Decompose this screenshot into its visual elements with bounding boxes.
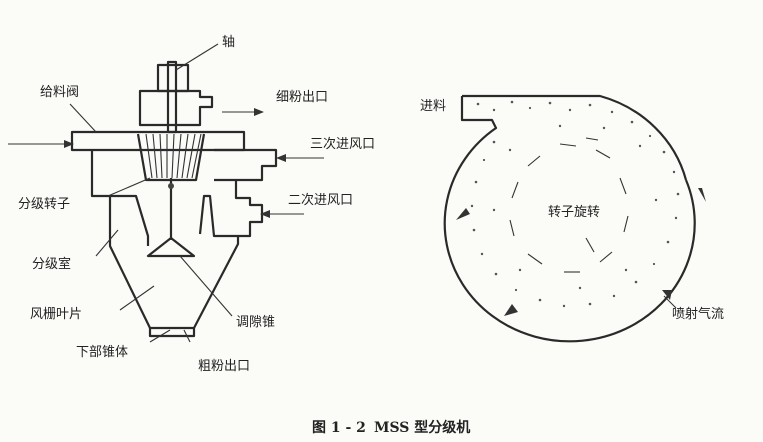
caption-figure-number: 图 1 - 2 bbox=[312, 420, 366, 436]
label-lower-cone: 下部锥体 bbox=[76, 345, 128, 360]
label-second-air-inlet: 二次进风口 bbox=[288, 192, 353, 208]
label-rotor-rotation: 转子旋转 bbox=[548, 205, 600, 220]
shaft-cap bbox=[156, 63, 190, 93]
jet-leader bbox=[663, 295, 677, 309]
rotor-blades bbox=[145, 133, 202, 179]
lower-cone-body bbox=[108, 196, 240, 330]
label-third-air-inlet: 三次进风口 bbox=[310, 136, 375, 152]
left-chamber-wall bbox=[90, 150, 150, 246]
label-feed-valve: 给料阀 bbox=[40, 85, 79, 100]
shaft bbox=[166, 60, 178, 134]
third-air-housing bbox=[214, 148, 278, 182]
classifier-section-view bbox=[8, 43, 324, 343]
label-feed: 进料 bbox=[420, 99, 446, 114]
label-jet-airflow: 喷射气流 bbox=[672, 306, 724, 322]
rotor-hub bbox=[168, 183, 174, 189]
volute-outer-top bbox=[462, 94, 688, 181]
label-classifying-chamber: 分级室 bbox=[32, 256, 71, 272]
volute-casing bbox=[443, 96, 696, 343]
fine-outlet-housing bbox=[138, 89, 214, 127]
label-fine-outlet: 细粉出口 bbox=[276, 90, 328, 105]
particle-ring bbox=[470, 100, 680, 308]
label-shaft: 轴 bbox=[222, 35, 235, 50]
rotor-dashes bbox=[509, 137, 629, 273]
air-flow-arrows bbox=[8, 108, 324, 218]
label-adjusting-cone: 调隙锥 bbox=[236, 315, 275, 330]
label-classifier-rotor: 分级转子 bbox=[18, 197, 70, 212]
label-grille-blade: 风栅叶片 bbox=[30, 307, 82, 322]
right-chamber-wall bbox=[198, 180, 264, 238]
jet-arrows bbox=[456, 188, 706, 316]
coarse-outlet-spout bbox=[148, 328, 196, 338]
caption-title: MSS 型分级机 bbox=[374, 419, 470, 436]
classifier-plan-view bbox=[443, 94, 706, 343]
label-coarse-outlet: 粗粉出口 bbox=[198, 359, 250, 374]
adjusting-cone-shape bbox=[146, 236, 196, 258]
top-plate bbox=[70, 130, 246, 152]
leader-lines bbox=[69, 43, 233, 343]
